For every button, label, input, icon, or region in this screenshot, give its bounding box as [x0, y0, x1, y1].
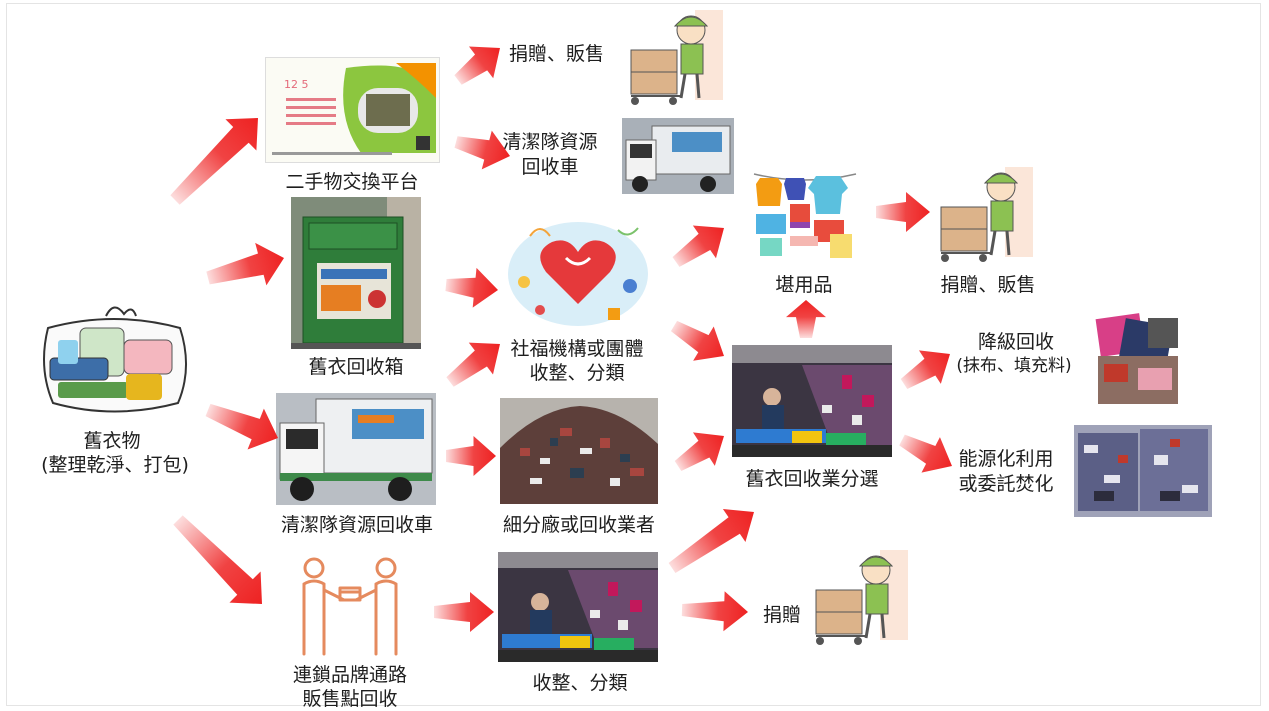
arrow-bin-to-welfare [445, 267, 498, 308]
bottom-sort-label: 收整、分類 [532, 672, 628, 694]
truck-main-label: 清潔隊資源回收車 [280, 514, 433, 536]
usable-label: 堪用品 [775, 274, 833, 296]
arrow-usable-to-donate [876, 192, 930, 232]
arrow-truck-to-welfare [446, 342, 501, 387]
heart-icon [540, 240, 616, 304]
donate-bottom-label: 捐贈 [763, 604, 802, 626]
arrow-recycler-to-downgrade [900, 350, 950, 390]
cleaning-truck-top-label-1: 清潔隊資源 [502, 131, 598, 153]
bin-label: 舊衣回收箱 [308, 356, 404, 378]
svg-text:12 5: 12 5 [284, 78, 309, 91]
downgrade-note-label: (抹布、填充料) [956, 356, 1072, 376]
arrow-clothes-to-platform [170, 117, 259, 205]
arrow-brand-to-bottom [434, 592, 494, 632]
donation-worker-icon-bottom [810, 548, 914, 648]
arrow-clothes-to-bin [206, 242, 284, 286]
cleaning-truck-photo-top [622, 118, 734, 194]
arrow-recycler-to-energy [899, 434, 952, 473]
platform-label: 二手物交換平台 [285, 171, 419, 193]
cleaning-truck-photo-main [276, 393, 436, 505]
cleaning-truck-top-label-2: 回收車 [521, 156, 579, 178]
donate-sell-top-label: 捐贈、販售 [509, 43, 605, 65]
arrow-platform-to-truck-top [454, 130, 510, 170]
recycler-sorting-photo [732, 345, 892, 457]
usable-clothes-graphic [750, 170, 860, 262]
clothes-note-label: (整理乾淨、打包) [41, 454, 189, 476]
arrow-recycler-to-usable [786, 300, 826, 338]
diagram-frame [6, 3, 1261, 706]
welfare-heart-graphic [500, 212, 656, 330]
downgrade-recycle-photo [1088, 312, 1188, 408]
arrow-truck-to-factory [446, 436, 496, 476]
exchange-platform-poster: 12 5 [265, 57, 440, 163]
arrow-bottom-to-recycler [668, 509, 754, 573]
arrow-bottom-to-donate [681, 591, 749, 632]
energy-label-1: 能源化利用 [958, 448, 1054, 470]
bottom-sorting-photo [498, 552, 658, 662]
energy-bales-photo [1074, 425, 1212, 517]
arrow-clothes-to-truck [205, 403, 278, 450]
energy-label-2: 或委託焚化 [958, 473, 1054, 495]
sorting-factory-label: 細分廠或回收業者 [502, 514, 655, 536]
arrow-clothes-to-brand [173, 515, 263, 605]
sorting-factory-photo [500, 398, 658, 504]
clothes-label: 舊衣物 [83, 430, 141, 452]
donation-worker-icon [625, 8, 729, 108]
hand-over-icon [290, 554, 410, 658]
donate-sell-right-label: 捐贈、販售 [940, 274, 1036, 296]
recycler-sort-label: 舊衣回收業分選 [745, 468, 879, 490]
arrow-platform-to-donate [454, 46, 500, 85]
brand-label-2: 販售點回收 [302, 688, 398, 710]
arrow-welfare-to-recycler [670, 320, 724, 361]
arrow-factory-to-recycler [674, 432, 724, 472]
brand-label-1: 連鎖品牌通路 [292, 664, 407, 686]
downgrade-label: 降級回收 [977, 331, 1054, 353]
welfare-label-2: 收整、分類 [529, 362, 625, 384]
clothes-bundle-icon [28, 288, 200, 418]
donation-worker-icon-right [935, 165, 1039, 265]
clothes-recycle-bin-photo [291, 197, 421, 349]
arrow-welfare-to-usable [672, 225, 725, 267]
welfare-label-1: 社福機構或團體 [510, 338, 644, 360]
